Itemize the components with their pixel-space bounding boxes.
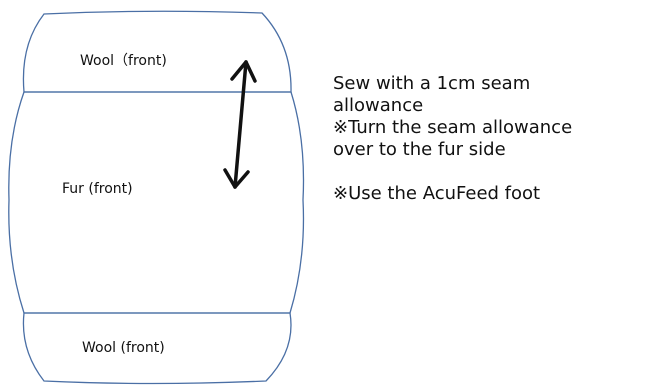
instruction-line-3: ※Turn the seam allowance [333,117,573,138]
wool-top-label: Wool（front) [80,53,167,69]
fur-middle-label: Fur (front) [62,181,133,197]
instruction-line-5: ※Use the AcuFeed foot [333,183,541,204]
fur-middle-piece [8,91,305,314]
wool-top-piece [22,10,292,93]
double-arrow-icon [223,60,257,189]
wool-bottom-piece [22,312,292,385]
instruction-spacer [333,161,572,183]
wool-bottom-label: Wool (front) [82,340,165,356]
instruction-line-1: Sew with a 1cm seam [333,73,531,94]
instruction-line-4: over to the fur side [333,139,506,160]
sewing-instructions: Sew with a 1cm seam allowance ※Turn the … [333,73,572,205]
instruction-line-2: allowance [333,95,424,116]
